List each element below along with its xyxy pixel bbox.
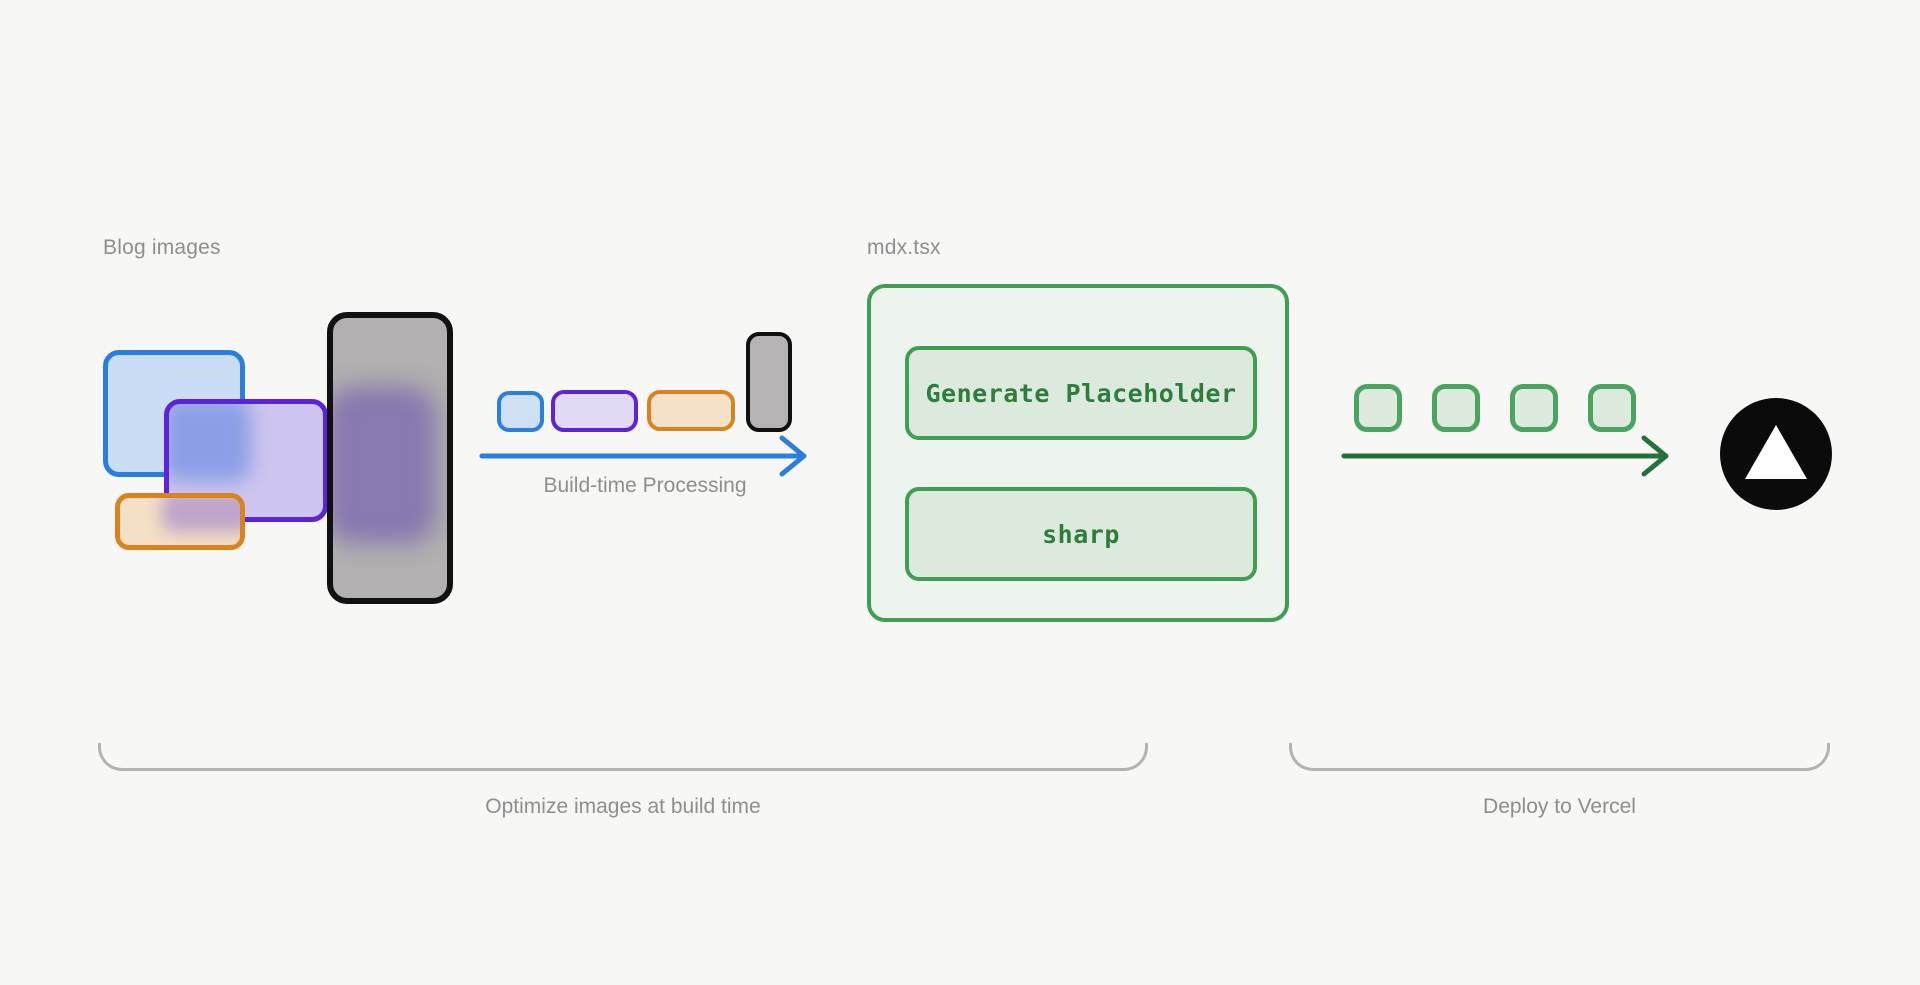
blurred-placeholder xyxy=(333,390,433,540)
blog-image-orange xyxy=(115,493,245,550)
mdx-tsx-label: mdx.tsx xyxy=(867,236,941,259)
build-arrow-icon xyxy=(479,435,807,477)
deploy-chunk xyxy=(1432,384,1480,432)
thumbnail-blue xyxy=(497,391,544,432)
build-time-processing-label: Build-time Processing xyxy=(543,474,747,497)
deploy-chunk xyxy=(1354,384,1402,432)
blog-images-label: Blog images xyxy=(103,236,221,259)
thumbnail-purple xyxy=(551,390,638,432)
optimize-bracket xyxy=(98,743,1148,771)
optimize-caption: Optimize images at build time xyxy=(485,795,761,818)
blog-image-gray xyxy=(327,312,453,604)
blurred-purple-overlap xyxy=(162,498,240,532)
deploy-bracket xyxy=(1289,743,1830,771)
vercel-logo-icon xyxy=(1720,398,1832,510)
thumbnail-orange xyxy=(647,390,735,431)
vercel-triangle-icon xyxy=(1745,425,1807,479)
deploy-arrow-icon xyxy=(1341,435,1669,477)
mdx-processor-container: Generate Placeholder sharp xyxy=(867,284,1289,622)
deploy-chunk xyxy=(1588,384,1636,432)
thumbnail-gray xyxy=(746,332,792,432)
generate-placeholder-box: Generate Placeholder xyxy=(905,346,1257,440)
deploy-caption: Deploy to Vercel xyxy=(1483,795,1636,818)
sharp-box: sharp xyxy=(905,487,1257,581)
deploy-chunk xyxy=(1510,384,1558,432)
blurred-blue-overlap xyxy=(169,404,251,482)
